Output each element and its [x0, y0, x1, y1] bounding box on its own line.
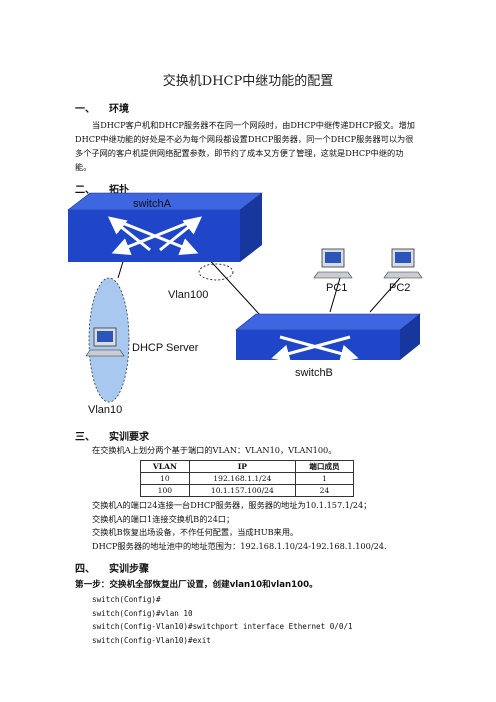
- switchA-icon: [67, 192, 263, 262]
- table-row: 100 10.1.157.100/24 24: [140, 484, 355, 497]
- section-title: 拓扑: [109, 185, 129, 196]
- section-number: 四、: [75, 564, 95, 575]
- label-pc2: PC2: [389, 282, 410, 294]
- section-number: 二、: [75, 185, 95, 196]
- dhcp-server-icon: [85, 327, 125, 357]
- section-heading-environment: 一、 环境: [75, 100, 129, 115]
- port-highlight: [198, 263, 234, 281]
- command-block: switch(Config)# switch(Config)#vlan 10 s…: [92, 593, 353, 647]
- requirement-item: 交换机A的端口24连接一台DHCP服务器，服务器的地址为10.1.157.1/2…: [92, 500, 372, 510]
- pc1-icon: [313, 248, 353, 279]
- page-title: 交换机DHCP中继功能的配置: [162, 74, 334, 89]
- table-cell: 10: [140, 472, 190, 485]
- table-header: VLAN: [140, 460, 190, 473]
- step-1-heading: 第一步：交换机全部恢复出厂设置，创建vlan10和vlan100。: [75, 580, 318, 590]
- intro-line: DHCP中继功能的好处是不必为每个网段都设置DHCP服务器，同一个DHCP服务器…: [75, 134, 414, 144]
- switchB-icon: [235, 313, 421, 363]
- command-line: switch(Config-Vlan10)#exit: [92, 635, 211, 645]
- intro-line: 当DHCP客户机和DHCP服务器不在同一个网段时，由DHCP中继传递DHCP报文…: [92, 120, 415, 130]
- table-row: 10 192.168.1.1/24 1: [140, 472, 355, 485]
- vlan-table: VLAN IP 端口成员 10 192.168.1.1/24 1 100 10.…: [140, 460, 355, 497]
- pc2-icon: [383, 248, 423, 279]
- table-cell: 24: [294, 484, 355, 497]
- requirement-item: 交换机B恢复出场设备，不作任何配置，当成HUB来用。: [92, 527, 299, 537]
- link-switchA-switchB: [204, 254, 261, 316]
- section-heading-steps: 四、 实训步骤: [75, 560, 149, 575]
- table-cell: 192.168.1.1/24: [188, 472, 296, 485]
- link-pc1-switchB: [329, 277, 341, 313]
- command-line: switch(Config)#vlan 10: [92, 608, 193, 618]
- section-number: 三、: [75, 432, 95, 443]
- label-vlan10: Vlan10: [88, 404, 122, 416]
- section-title: 环境: [109, 104, 129, 115]
- requirement-intro: 在交换机A上划分两个基于端口的VLAN：VLAN10，VLAN100。: [92, 445, 337, 455]
- label-switchB: switchB: [295, 367, 333, 379]
- intro-paragraph: 当DHCP客户机和DHCP服务器不在同一个网段时，由DHCP中继传递DHCP报文…: [75, 118, 435, 174]
- label-vlan100: Vlan100: [168, 289, 208, 301]
- command-line: switch(Config-Vlan10)#switchport interfa…: [92, 622, 353, 631]
- requirement-item: DHCP服务器的地址池中的地址范围为：192.168.1.10/24-192.1…: [92, 540, 387, 551]
- table-cell: 10.1.157.100/24: [188, 484, 296, 497]
- requirement-list: 交换机A的端口24连接一台DHCP服务器，服务器的地址为10.1.157.1/2…: [92, 499, 472, 553]
- requirement-item: 交换机A的端口1连接交换机B的24口；: [92, 513, 235, 524]
- section-title: 实训步骤: [109, 564, 149, 575]
- intro-line: 能。: [75, 162, 92, 172]
- link-pc2-switchB: [369, 277, 401, 313]
- label-pc1: PC1: [326, 282, 347, 294]
- table-cell: 1: [294, 472, 355, 485]
- table-cell: 100: [140, 484, 190, 497]
- intro-line: 多个子网的客户机提供网络配置参数，即节约了成本又方便了管理，这就是DHCP中继的…: [75, 148, 404, 158]
- section-number: 一、: [75, 104, 95, 115]
- label-dhcp-server: DHCP Server: [132, 342, 199, 354]
- section-heading-requirements: 三、 实训要求: [75, 428, 149, 443]
- command-line: switch(Config)#: [92, 595, 161, 604]
- section-title: 实训要求: [109, 432, 149, 443]
- table-header-row: VLAN IP 端口成员: [140, 460, 355, 473]
- label-switchA: switchA: [133, 198, 172, 210]
- table-header: 端口成员: [294, 460, 355, 473]
- section-heading-topology: 二、 拓扑: [75, 181, 129, 196]
- table-header: IP: [188, 460, 296, 473]
